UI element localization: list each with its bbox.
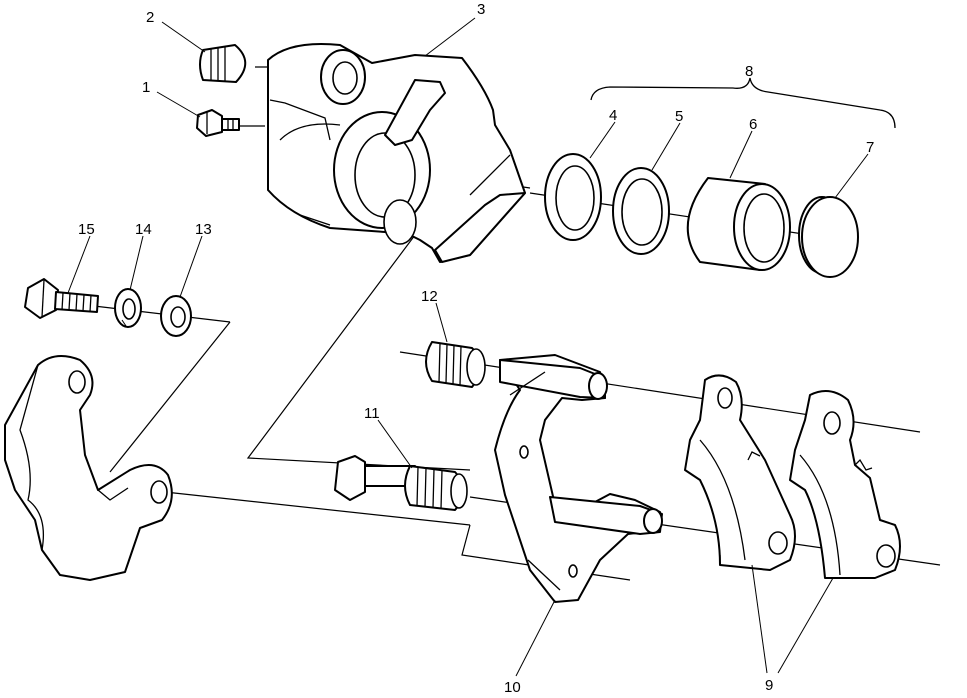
steering-knuckle bbox=[4, 355, 173, 581]
callout-6: 6 bbox=[749, 116, 757, 133]
dust-seal bbox=[612, 167, 670, 255]
flat-washer bbox=[160, 295, 192, 337]
callout-5: 5 bbox=[675, 108, 683, 125]
piston bbox=[686, 177, 791, 271]
lock-washer bbox=[114, 288, 142, 328]
bleeder-plug bbox=[199, 44, 247, 83]
brake-pad-inner bbox=[684, 374, 796, 571]
callout-2: 2 bbox=[146, 9, 154, 26]
callout-labels: 2 3 1 8 4 5 6 7 15 14 13 12 11 10 9 bbox=[78, 1, 874, 696]
piston-cap bbox=[798, 196, 859, 278]
callout-11: 11 bbox=[364, 405, 380, 422]
callout-13: 13 bbox=[195, 221, 212, 238]
callout-3: 3 bbox=[477, 1, 485, 18]
group-bracket bbox=[590, 77, 896, 129]
callout-10: 10 bbox=[504, 679, 521, 693]
brake-pad-outer bbox=[789, 390, 901, 579]
callout-1: 1 bbox=[142, 79, 150, 96]
piston-seal bbox=[544, 153, 602, 241]
upper-pin-boot bbox=[425, 341, 486, 388]
callout-8: 8 bbox=[745, 63, 753, 80]
callout-7: 7 bbox=[866, 139, 874, 156]
mounting-bolt bbox=[24, 278, 99, 319]
leader-lines bbox=[67, 17, 869, 677]
caliper-housing bbox=[267, 43, 526, 263]
callout-14: 14 bbox=[135, 221, 152, 238]
callout-9: 9 bbox=[765, 677, 773, 693]
callout-15: 15 bbox=[78, 221, 95, 238]
caliper-bracket bbox=[494, 354, 663, 603]
bleeder-screw bbox=[196, 109, 240, 137]
lower-slide-pin bbox=[334, 455, 468, 511]
callout-12: 12 bbox=[421, 288, 438, 305]
callout-4: 4 bbox=[609, 107, 617, 124]
